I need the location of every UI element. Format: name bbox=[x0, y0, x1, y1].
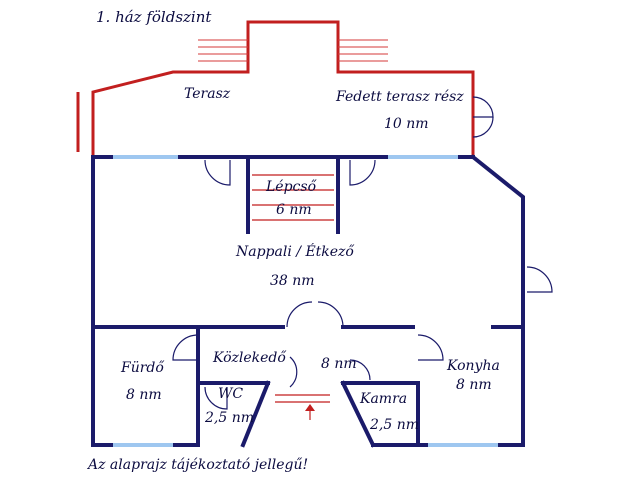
area-wc: 2,5 nm bbox=[204, 410, 254, 426]
label-kozlekedo: Közlekedő bbox=[212, 350, 287, 366]
disclaimer-text: Az alaprajz tájékoztató jellegű! bbox=[86, 457, 308, 473]
label-lepcso: Lépcső bbox=[265, 179, 318, 195]
label-furdo: Fürdő bbox=[120, 360, 165, 376]
area-kamra: 2,5 nm bbox=[369, 417, 419, 433]
area-fedett-terasz: 10 nm bbox=[384, 116, 429, 132]
windows bbox=[113, 155, 498, 447]
area-konyha: 8 nm bbox=[456, 377, 492, 393]
label-terasz: Terasz bbox=[184, 86, 231, 102]
label-nappali: Nappali / Étkező bbox=[235, 242, 355, 260]
stairs bbox=[252, 174, 334, 420]
area-lepcso: 6 nm bbox=[276, 202, 312, 218]
label-wc: WC bbox=[218, 386, 243, 402]
terrace-outline bbox=[76, 20, 475, 157]
label-fedett-terasz: Fedett terasz rész bbox=[335, 89, 464, 105]
doors bbox=[172, 96, 553, 410]
label-kamra: Kamra bbox=[359, 391, 407, 407]
area-kozlekedo: 8 nm bbox=[321, 356, 357, 372]
area-nappali: 38 nm bbox=[270, 273, 315, 289]
area-furdo: 8 nm bbox=[126, 387, 162, 403]
plan-title: 1. ház földszint bbox=[96, 8, 212, 26]
label-konyha: Konyha bbox=[446, 358, 500, 374]
